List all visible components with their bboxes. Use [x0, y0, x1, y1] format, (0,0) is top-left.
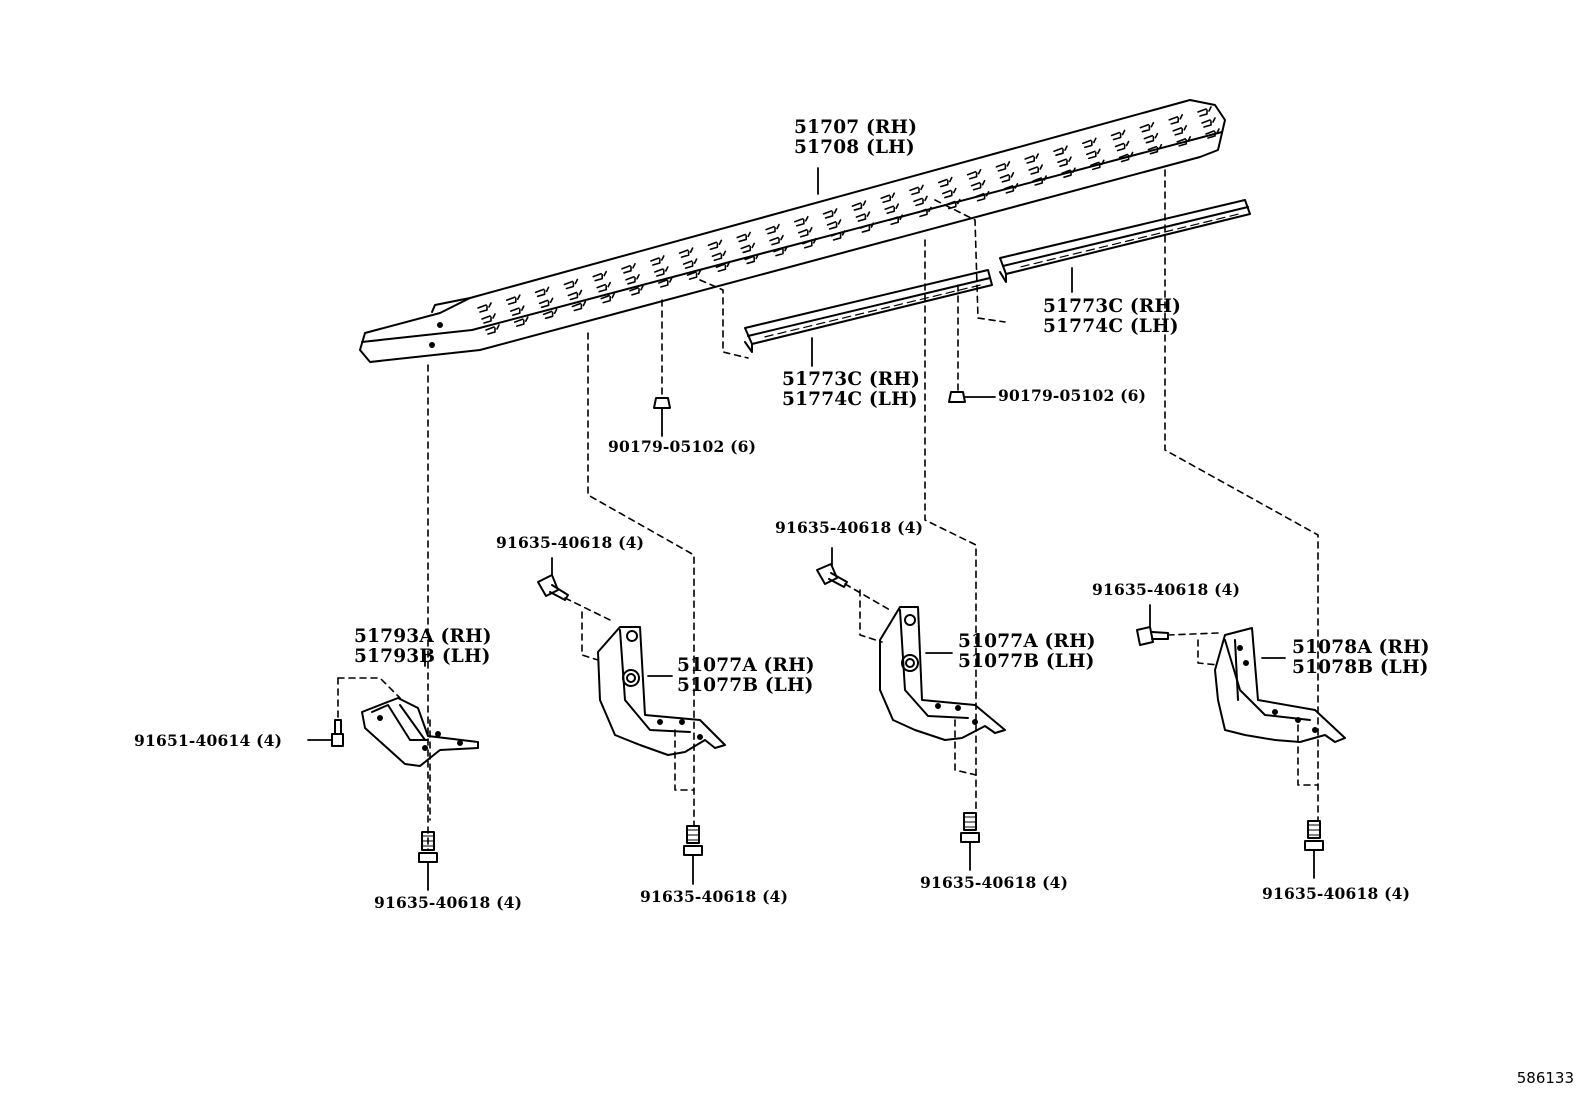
bracket-4-shape [1214, 627, 1346, 743]
label-bracket-4: 51078A (RH)51078B (LH) [1292, 637, 1430, 678]
label-bracket-2-bottom-bolt: 91635-40618 (4) [640, 887, 789, 906]
label-clip-left: 90179-05102 (6) [608, 437, 757, 456]
label-bracket-3-bottom-bolt: 91635-40618 (4) [920, 873, 1069, 892]
label-front-bracket-side-bolt: 91651-40614 (4) [134, 731, 283, 750]
label-step-board: 51707 (RH)51708 (LH) [794, 117, 918, 158]
label-front-bracket: 51793A (RH)51793B (LH) [354, 626, 492, 667]
leader-lines [307, 167, 1315, 891]
label-clip-right: 90179-05102 (6) [998, 386, 1147, 405]
label-molding-left: 51773C (RH)51774C (LH) [782, 369, 921, 410]
assembly-dashed-lines [337, 169, 1319, 851]
molding-right-shape [999, 199, 1251, 283]
bolt-icons [331, 391, 1324, 863]
label-bracket-3-top-bolt: 91635-40618 (4) [775, 518, 924, 537]
label-front-bracket-bottom-bolt: 91635-40618 (4) [374, 893, 523, 912]
label-bracket-4-bottom-bolt: 91635-40618 (4) [1262, 884, 1411, 903]
step-board-shape [359, 99, 1226, 363]
bracket-3-shape [879, 606, 1006, 741]
label-bracket-4-top-bolt: 91635-40618 (4) [1092, 580, 1241, 599]
figure-id: 586133 [1516, 1069, 1574, 1087]
label-bracket-2-top-bolt: 91635-40618 (4) [496, 533, 645, 552]
front-bracket-shape [361, 697, 479, 767]
bracket-2-shape [597, 626, 726, 756]
label-bracket-2: 51077A (RH)51077B (LH) [677, 655, 815, 696]
label-molding-right: 51773C (RH)51774C (LH) [1043, 296, 1182, 337]
label-bracket-3: 51077A (RH)51077B (LH) [958, 631, 1096, 672]
molding-left-shape [744, 269, 993, 353]
